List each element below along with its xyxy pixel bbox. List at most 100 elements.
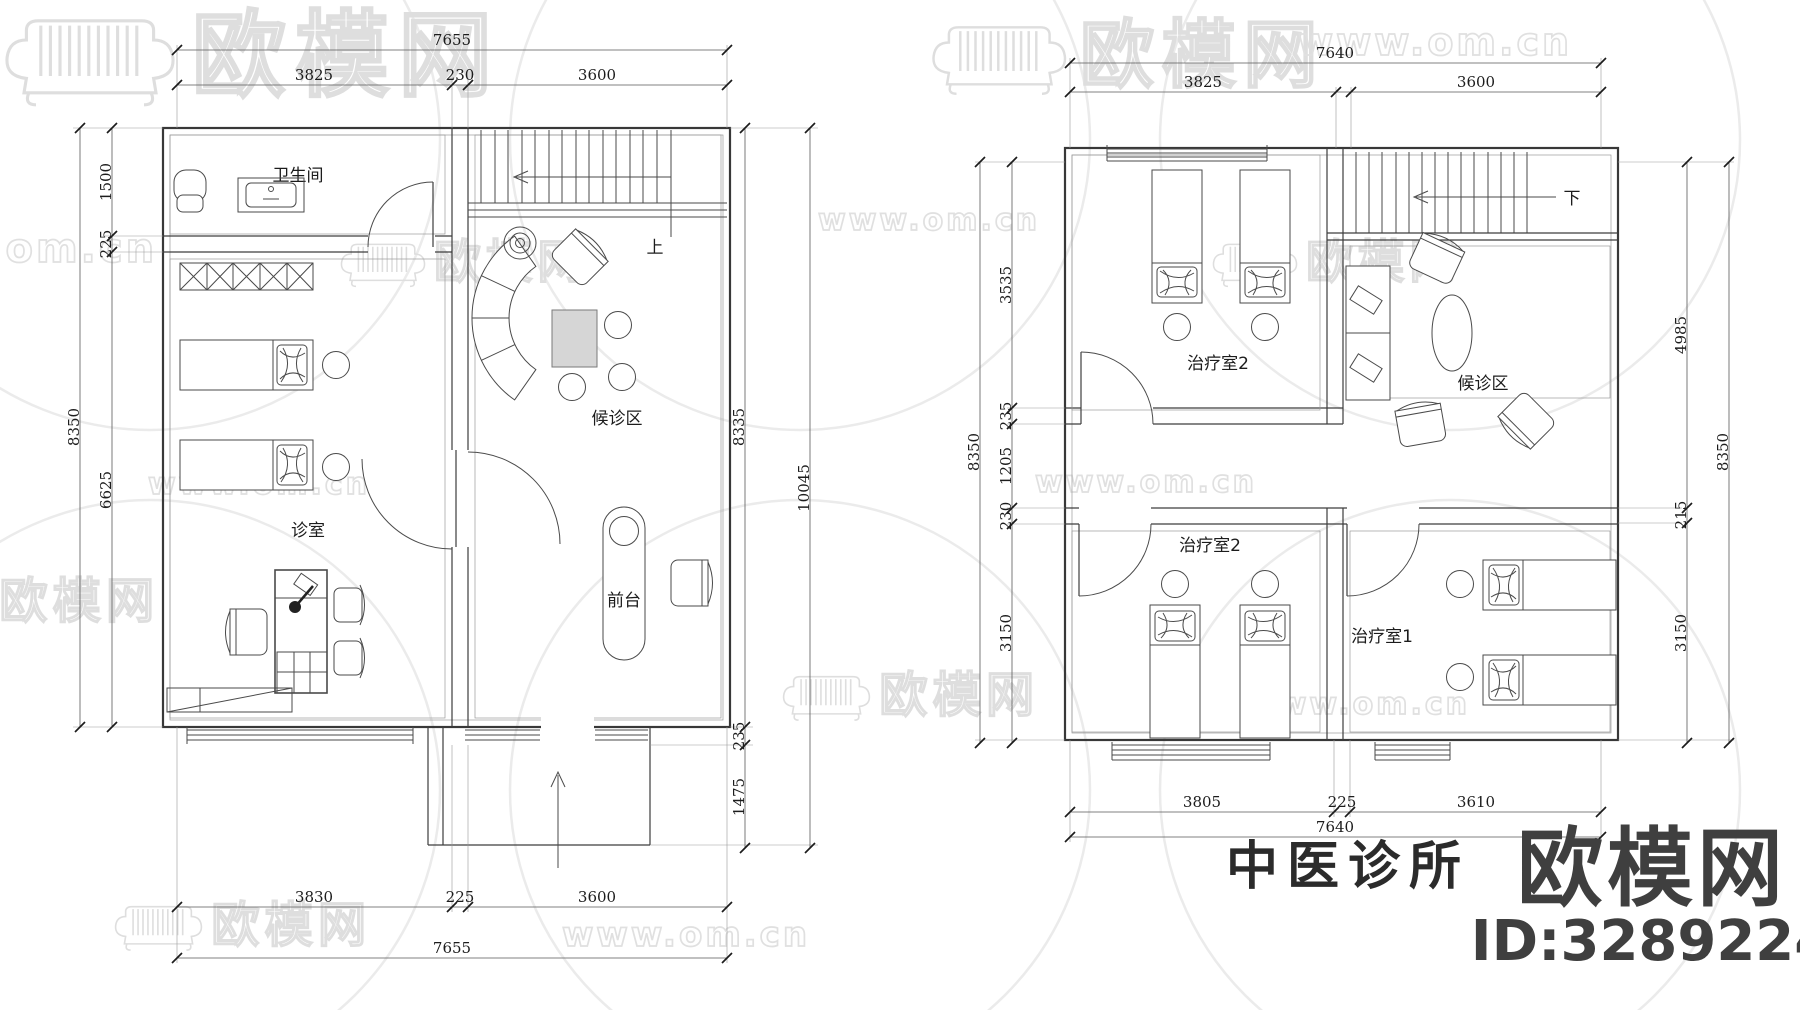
waiting-area-label: 候诊区 (592, 409, 643, 429)
dim: 225 (446, 888, 475, 906)
dim-top-total: 7655 (433, 31, 471, 49)
sofa-watermark-icon (932, 26, 1067, 96)
treatment-room2-label: 治疗室2 (1179, 536, 1241, 556)
plan1-windows (186, 727, 648, 744)
dim-left-total: 8350 (965, 433, 983, 471)
door (1078, 523, 1152, 597)
plan1-dimensions: 7655 3825 230 3600 8350 1500 225 6625 83… (65, 31, 818, 964)
svg-text:欧模网: 欧模网 (879, 667, 1039, 723)
dim: 3600 (578, 888, 616, 906)
treatment-bed (1239, 169, 1291, 304)
patient-chair (333, 584, 365, 626)
reception-desk (602, 506, 646, 661)
bed (179, 339, 314, 391)
armchair (1393, 398, 1448, 449)
svg-text:欧模网: 欧模网 (0, 573, 159, 629)
stool (1251, 313, 1279, 341)
dim: 230 (997, 502, 1015, 531)
sink (237, 177, 305, 213)
sofa-watermark-icon (114, 905, 203, 951)
dim: 8335 (730, 408, 748, 446)
sofa-watermark-icon (5, 19, 175, 107)
dim: 6625 (97, 471, 115, 509)
plan2-windows (1106, 145, 1451, 761)
plan2-dimensions: 7640 3825 3600 8350 3535 235 1205 230 31… (965, 44, 1735, 843)
watermark-sofa-brand: 欧模网 (340, 235, 585, 291)
consult-room: 诊室 (166, 339, 365, 713)
wardrobe (166, 687, 293, 713)
watermark-sofa-brand: 欧模网 (782, 667, 1039, 724)
dim-right-total: 10045 (795, 464, 813, 512)
treatment-bed (1239, 604, 1291, 739)
watermark-sofa-brand: 欧模网 (114, 897, 367, 954)
armchair (1494, 389, 1558, 453)
dim: 4985 (1672, 316, 1690, 354)
treatment-bed (1482, 559, 1617, 611)
reception-stool (609, 516, 639, 546)
dim: 1475 (730, 778, 748, 816)
stool (1446, 570, 1474, 598)
doctor-desk (274, 569, 328, 694)
stool (322, 453, 350, 481)
door (1346, 523, 1420, 597)
dim: 3805 (1183, 793, 1221, 811)
stairs-up-label: 上 (647, 238, 664, 258)
dim: 3830 (295, 888, 333, 906)
brand-block: 欧模网 ID:3289224 (1471, 819, 1800, 974)
brand-logo: 欧模网 (1517, 819, 1787, 919)
watermark-site-text: www.om.cn (1035, 465, 1257, 500)
stool (608, 363, 636, 391)
dim: 3150 (997, 614, 1015, 652)
plan2-stairs: 下 (1327, 152, 1618, 241)
entry-arrow (550, 770, 566, 868)
stairs-down-label: 下 (1564, 189, 1581, 209)
dim: 3825 (1184, 73, 1222, 91)
plan1-stairs: 上 (468, 130, 727, 258)
stool (604, 311, 632, 339)
dim-bottom-total: 7640 (1316, 818, 1354, 836)
stool (1251, 570, 1279, 598)
treatment-room-2-lower: 治疗室2 (1078, 523, 1291, 739)
dim: 1500 (97, 163, 115, 201)
dim: 3600 (1457, 73, 1495, 91)
dim-left-total: 8350 (65, 408, 83, 446)
dim: 235 (997, 402, 1015, 431)
waiting-area-label: 候诊区 (1458, 374, 1509, 394)
stool (1161, 570, 1189, 598)
dim-top-total: 7640 (1316, 44, 1354, 62)
sofa-watermark-icon (782, 675, 871, 721)
bathroom-label: 卫生间 (273, 166, 324, 186)
dim: 230 (446, 66, 475, 84)
bathroom: 卫生间 (173, 166, 434, 248)
doctor-chair (225, 608, 268, 656)
treatment-bed (1151, 169, 1203, 304)
stool (1163, 313, 1191, 341)
square-table (551, 309, 598, 368)
plan2-walls (1063, 146, 1620, 742)
stool (558, 373, 586, 401)
front-desk-label: 前台 (607, 591, 641, 611)
sofa (1345, 265, 1391, 401)
stair-direction-arrow (1412, 190, 1556, 204)
watermark-site-text: www.om.cn (0, 226, 157, 272)
stair-direction-arrow (512, 170, 672, 237)
dim: 3825 (295, 66, 333, 84)
oval-table (1431, 294, 1473, 372)
first-floor-plan: 上 卫生间 (65, 31, 818, 964)
toilet (173, 169, 207, 213)
reception-chair (670, 559, 713, 607)
watermark-site-text: www.om.cn (818, 203, 1040, 238)
door (1080, 351, 1154, 425)
treatment-bed (1149, 604, 1201, 739)
plant (503, 226, 537, 260)
watermark-brand-text: 欧模网 (192, 2, 502, 111)
watermark-circles (0, 0, 1742, 1010)
dim: 1205 (997, 447, 1015, 485)
treatment-bed (1482, 654, 1617, 706)
dim: 3600 (578, 66, 616, 84)
brand-id: ID:3289224 (1471, 909, 1800, 974)
treatment-room-1: 治疗室1 (1346, 523, 1617, 706)
dim-bottom-total: 7655 (433, 939, 471, 957)
page-title: 中医诊所 (1226, 837, 1470, 897)
